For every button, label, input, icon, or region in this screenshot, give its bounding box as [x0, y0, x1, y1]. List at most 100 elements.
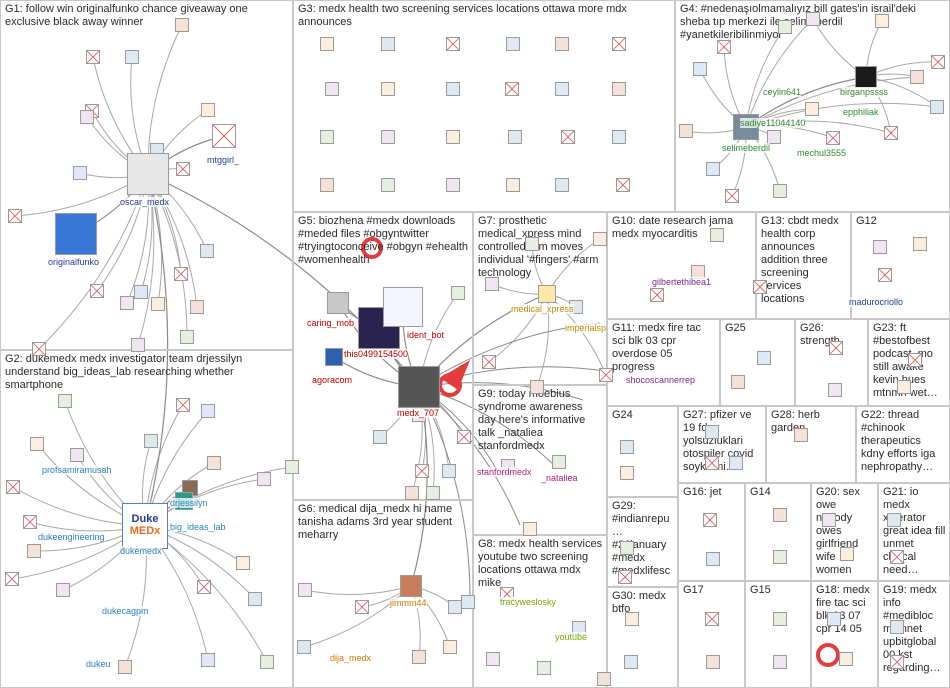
graph-node[interactable] — [710, 228, 724, 242]
graph-node[interactable] — [451, 286, 465, 300]
graph-node[interactable] — [201, 404, 215, 418]
graph-node[interactable] — [525, 237, 539, 251]
graph-node[interactable] — [56, 583, 70, 597]
graph-node[interactable] — [778, 20, 792, 34]
hub-node-originalfunko[interactable] — [55, 213, 97, 255]
graph-node[interactable] — [679, 124, 693, 138]
graph-node[interactable] — [537, 661, 551, 675]
graph-node[interactable] — [70, 448, 84, 462]
graph-node[interactable] — [705, 456, 719, 470]
graph-node[interactable] — [555, 37, 569, 51]
graph-node[interactable] — [412, 650, 426, 664]
graph-node[interactable] — [320, 130, 334, 144]
graph-node[interactable] — [884, 126, 898, 140]
graph-node[interactable] — [706, 162, 720, 176]
graph-node[interactable] — [90, 284, 104, 298]
graph-node[interactable] — [174, 267, 188, 281]
graph-node[interactable] — [73, 166, 87, 180]
graph-node[interactable] — [355, 600, 369, 614]
graph-node[interactable] — [794, 428, 808, 442]
graph-node[interactable] — [176, 398, 190, 412]
graph-node[interactable] — [381, 82, 395, 96]
graph-node[interactable] — [717, 40, 731, 54]
graph-node[interactable] — [705, 425, 719, 439]
graph-node[interactable] — [506, 178, 520, 192]
graph-node[interactable] — [248, 592, 262, 606]
graph-node[interactable] — [773, 184, 787, 198]
graph-node[interactable] — [134, 285, 148, 299]
graph-node[interactable] — [593, 232, 607, 246]
graph-node[interactable] — [890, 655, 904, 669]
graph-node[interactable] — [599, 368, 613, 382]
graph-node[interactable] — [180, 330, 194, 344]
hub-node-agoracom[interactable] — [325, 348, 343, 366]
graph-node[interactable] — [457, 430, 471, 444]
graph-node[interactable] — [118, 660, 132, 674]
graph-node[interactable] — [840, 547, 854, 561]
graph-node[interactable] — [381, 37, 395, 51]
graph-node[interactable] — [298, 583, 312, 597]
graph-node[interactable] — [731, 375, 745, 389]
graph-node[interactable] — [612, 82, 626, 96]
graph-node[interactable] — [32, 342, 46, 356]
graph-node[interactable] — [175, 18, 189, 32]
hub-node-mtggirl-[interactable] — [212, 124, 236, 148]
graph-node[interactable] — [706, 655, 720, 669]
graph-node[interactable] — [190, 300, 204, 314]
graph-node[interactable] — [151, 297, 165, 311]
graph-node[interactable] — [23, 515, 37, 529]
hub-node-medical-xpress[interactable] — [538, 285, 556, 303]
graph-node[interactable] — [461, 595, 475, 609]
graph-node[interactable] — [555, 178, 569, 192]
graph-node[interactable] — [729, 456, 743, 470]
graph-node[interactable] — [320, 178, 334, 192]
graph-node[interactable] — [442, 464, 456, 478]
graph-node[interactable] — [597, 672, 611, 686]
graph-node[interactable] — [80, 110, 94, 124]
graph-node[interactable] — [381, 178, 395, 192]
graph-node[interactable] — [767, 130, 781, 144]
graph-node[interactable] — [703, 513, 717, 527]
graph-node[interactable] — [30, 437, 44, 451]
graph-node[interactable] — [320, 37, 334, 51]
graph-node[interactable] — [875, 14, 889, 28]
graph-node[interactable] — [773, 508, 787, 522]
graph-node[interactable] — [446, 130, 460, 144]
graph-node[interactable] — [878, 268, 892, 282]
graph-node[interactable] — [839, 652, 853, 666]
graph-node[interactable] — [890, 550, 904, 564]
graph-node[interactable] — [260, 655, 274, 669]
graph-node[interactable] — [827, 612, 841, 626]
graph-node[interactable] — [8, 209, 22, 223]
graph-node[interactable] — [373, 430, 387, 444]
graph-node[interactable] — [485, 277, 499, 291]
graph-node[interactable] — [207, 456, 221, 470]
graph-node[interactable] — [897, 380, 911, 394]
graph-node[interactable] — [144, 434, 158, 448]
graph-node[interactable] — [773, 612, 787, 626]
graph-node[interactable] — [822, 513, 836, 527]
graph-node[interactable] — [486, 652, 500, 666]
graph-node[interactable] — [753, 280, 767, 294]
graph-node[interactable] — [506, 37, 520, 51]
graph-node[interactable] — [176, 162, 190, 176]
graph-node[interactable] — [523, 522, 537, 536]
graph-node[interactable] — [415, 464, 429, 478]
graph-node[interactable] — [913, 237, 927, 251]
graph-node[interactable] — [530, 380, 544, 394]
graph-node[interactable] — [612, 37, 626, 51]
graph-node[interactable] — [890, 620, 904, 634]
graph-node[interactable] — [58, 394, 72, 408]
graph-node[interactable] — [131, 338, 145, 352]
graph-node[interactable] — [624, 655, 638, 669]
graph-node[interactable] — [120, 296, 134, 310]
graph-node[interactable] — [443, 640, 457, 654]
graph-node[interactable] — [931, 55, 945, 69]
graph-node[interactable] — [381, 130, 395, 144]
graph-node[interactable] — [773, 655, 787, 669]
graph-node[interactable] — [612, 130, 626, 144]
graph-node[interactable] — [297, 640, 311, 654]
graph-node[interactable] — [828, 383, 842, 397]
graph-node[interactable] — [86, 50, 100, 64]
graph-node[interactable] — [618, 570, 632, 584]
